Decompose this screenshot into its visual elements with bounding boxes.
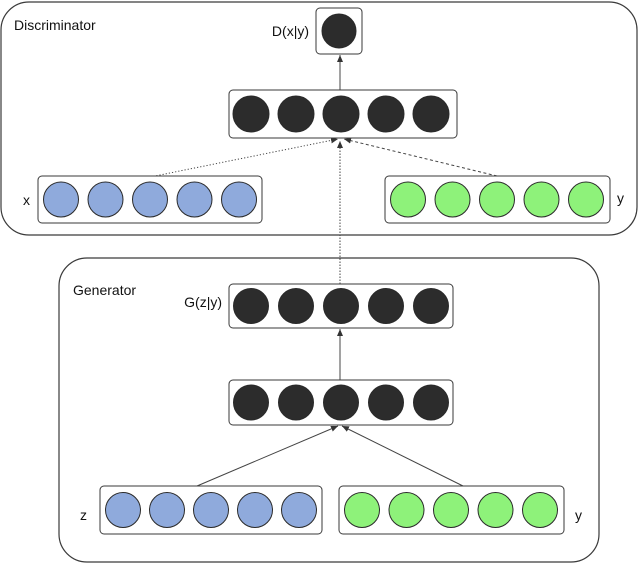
generator-output-node	[368, 288, 404, 324]
discriminator-y-node	[479, 181, 515, 218]
discriminator-x-node	[132, 181, 168, 218]
discriminator-hidden-node	[367, 95, 405, 133]
generator-output-node	[413, 288, 449, 324]
generator-y-node	[388, 492, 425, 528]
discriminator-output-layer: D(x|y)	[272, 7, 363, 55]
discriminator-y-node	[390, 181, 426, 218]
discriminator-x-layer: x	[23, 175, 263, 224]
discriminator-output-node	[321, 13, 357, 49]
discriminator-hidden-node	[277, 95, 315, 133]
discriminator-x-node	[43, 181, 79, 218]
generator-y-node	[433, 492, 469, 528]
discriminator-y-label: y	[617, 190, 624, 206]
generator-z-node	[149, 492, 185, 528]
generator-y-node	[477, 492, 514, 528]
discriminator-output-label: D(x|y)	[272, 23, 309, 39]
generator-hidden-node	[368, 384, 404, 421]
discriminator-title: Discriminator	[14, 17, 96, 33]
generator-y-node	[344, 492, 380, 528]
generator-z-node	[193, 492, 229, 528]
generator-output-node	[323, 288, 359, 324]
discriminator-y-node	[523, 181, 560, 218]
generator-z-layer: z	[80, 485, 323, 535]
discriminator-y-layer: y	[384, 175, 624, 224]
discriminator-hidden-node	[322, 95, 360, 133]
discriminator-x-node	[176, 181, 213, 218]
generator-y-label: y	[575, 507, 582, 523]
discriminator-y-node	[434, 181, 471, 218]
generator-z-label: z	[80, 507, 87, 523]
generator-hidden-node	[413, 384, 449, 421]
generator-hidden-node	[323, 384, 359, 421]
edge-z-to-g-hidden	[196, 425, 339, 487]
discriminator-x-node	[87, 181, 124, 218]
discriminator-x-node	[221, 181, 257, 218]
generator-y-layer: y	[338, 485, 582, 535]
discriminator-hidden-node	[412, 95, 450, 133]
edge-gy-to-g-hidden	[341, 425, 464, 487]
generator-z-node	[281, 492, 317, 528]
discriminator-y-node	[568, 181, 604, 218]
generator-hidden-node	[278, 384, 314, 421]
discriminator-hidden-node	[232, 95, 270, 133]
generator-title: Generator	[73, 282, 136, 298]
discriminator-x-label: x	[23, 192, 30, 208]
generator-output-node	[278, 288, 314, 324]
generator-output-node	[233, 288, 269, 324]
generator-hidden-node	[233, 384, 269, 421]
edge-y-to-d-hidden	[343, 137, 498, 177]
generator-z-node	[237, 492, 273, 528]
generator-output-layer: G(z|y)	[184, 283, 454, 329]
edges	[149, 55, 498, 487]
discriminator-hidden-layer	[228, 89, 458, 139]
generator-output-label: G(z|y)	[184, 294, 222, 310]
generator-y-node	[522, 492, 558, 528]
generator-z-node	[105, 492, 141, 528]
generator-hidden-layer	[228, 379, 454, 426]
